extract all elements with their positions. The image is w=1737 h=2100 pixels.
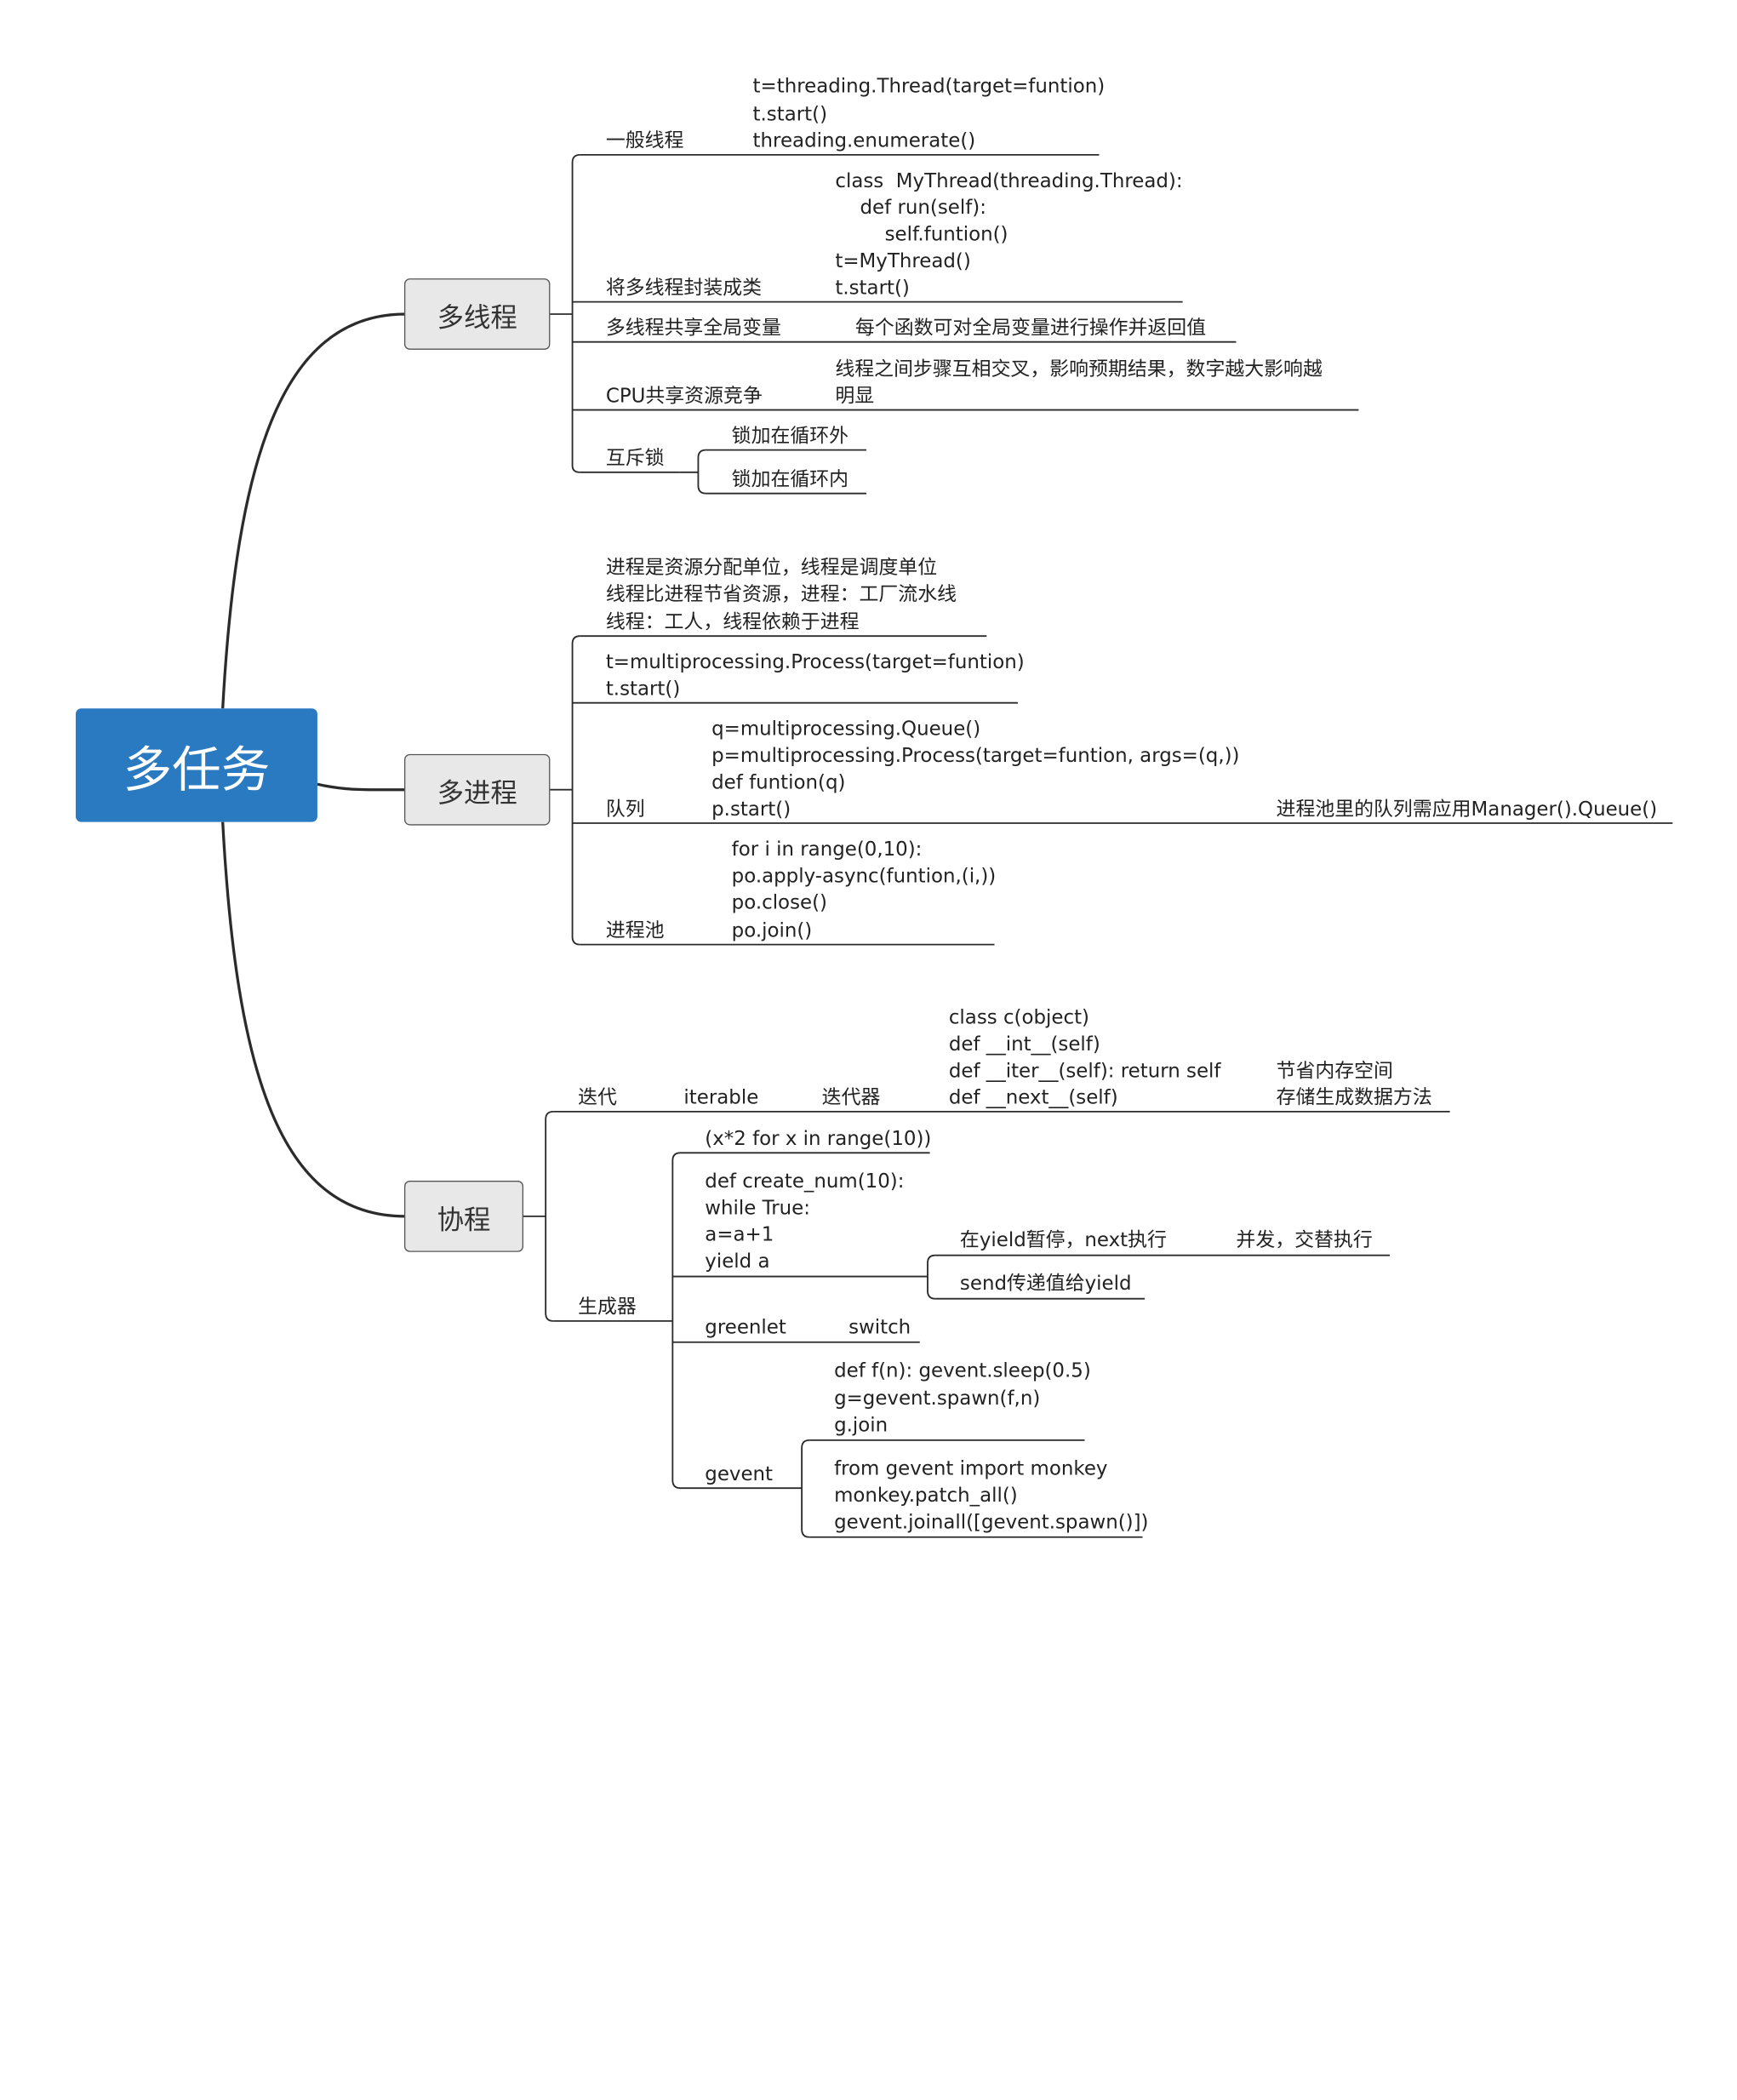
coroutines-bracket — [545, 1110, 554, 1322]
coroutines-node[interactable]: 协程 — [403, 1181, 523, 1252]
generator-label[interactable]: 生成器 — [578, 1296, 637, 1319]
threads-bracket — [571, 153, 580, 473]
root-to-processes-link — [317, 782, 406, 792]
class-wrap-code-4: t=MyThread() — [835, 250, 971, 273]
root-to-coroutines-link — [221, 821, 406, 1218]
general-thread-code-3: threading.enumerate() — [752, 130, 976, 153]
shared-global-label[interactable]: 多线程共享全局变量 — [605, 317, 781, 340]
threads-label: 多线程 — [437, 300, 517, 333]
pool-label[interactable]: 进程池 — [605, 919, 665, 942]
processes-label: 多进程 — [437, 776, 517, 809]
gevent-code1-2: g=gevent.spawn(f,n) — [834, 1388, 1041, 1410]
process-intro-1[interactable]: 进程是资源分配单位，线程是调度单位 — [605, 557, 938, 580]
queue-code-1: q=multiprocessing.Queue() — [711, 718, 981, 741]
root-label: 多任务 — [123, 741, 271, 799]
iterator-label[interactable]: 迭代器 — [821, 1087, 881, 1110]
queue-label[interactable]: 队列 — [605, 798, 645, 821]
yield-pause-label[interactable]: 在yield暂停，next执行 — [959, 1229, 1167, 1252]
pool-code-3: po.close() — [731, 892, 827, 915]
mutex-outside-loop[interactable]: 锁加在循环外 — [731, 425, 849, 449]
threads-node[interactable]: 多线程 — [403, 278, 551, 350]
gevent-label[interactable]: gevent — [705, 1463, 774, 1486]
iterator-code-4: def __next__(self) — [948, 1087, 1118, 1110]
mutex-bracket — [679, 449, 706, 495]
processes-node[interactable]: 多进程 — [403, 753, 551, 826]
process-create-2: t.start() — [605, 678, 681, 701]
class-wrap-code-5: t.start() — [835, 277, 910, 300]
concurrent-label[interactable]: 并发，交替执行 — [1236, 1229, 1373, 1252]
cpu-race-label[interactable]: CPU共享资源竞争 — [605, 385, 763, 408]
gevent-code1-1[interactable]: def f(n): gevent.sleep(0.5) — [834, 1359, 1091, 1382]
gevent-bracket — [801, 1439, 810, 1538]
queue-code-2: p=multiprocessing.Process(target=funtion… — [711, 745, 1240, 768]
iterator-code-3: def __iter__(self): return self — [948, 1060, 1221, 1083]
gevent-code1-3: g.join — [834, 1414, 888, 1437]
generator-expression[interactable]: (x*2 for x in range(10)) — [705, 1128, 932, 1151]
pool-code-2: po.apply-async(funtion,(i,)) — [731, 865, 997, 888]
iterator-note-1: 节省内存空间 — [1276, 1060, 1393, 1083]
coroutines-label: 协程 — [437, 1203, 491, 1235]
switch-label[interactable]: switch — [849, 1316, 911, 1339]
general-thread-code-2: t.start() — [752, 103, 828, 126]
shared-global-note: 每个函数可对全局变量进行操作并返回值 — [854, 317, 1207, 340]
iterator-code-1: class c(object) — [948, 1006, 1089, 1030]
pool-code-1: for i in range(0,10): — [731, 838, 923, 861]
iteration-label[interactable]: 迭代 — [578, 1087, 617, 1110]
process-intro-3: 线程：工人，线程依赖于进程 — [605, 611, 860, 634]
iterator-note-2: 存储生成数据方法 — [1276, 1087, 1432, 1110]
class-wrap-code-3: self.funtion() — [835, 224, 1008, 247]
send-label[interactable]: send传递值给yield — [959, 1273, 1132, 1296]
root-to-threads-link — [221, 312, 406, 709]
class-wrap-label[interactable]: 将多线程封装成类 — [605, 277, 763, 300]
cpu-race-note-2: 明显 — [835, 385, 875, 408]
gevent-code2-2: monkey.patch_all() — [834, 1485, 1018, 1508]
greenlet-label[interactable]: greenlet — [705, 1316, 786, 1339]
yield-bracket — [927, 1254, 936, 1300]
process-create-1[interactable]: t=multiprocessing.Process(target=funtion… — [605, 651, 1025, 674]
process-intro-2: 线程比进程节省资源，进程：工厂流水线 — [605, 583, 957, 606]
iterable-label[interactable]: iterable — [683, 1087, 759, 1110]
iterator-code-2: def __int__(self) — [948, 1033, 1100, 1056]
generator-func-code-1[interactable]: def create_num(10): — [705, 1170, 905, 1193]
generator-func-code-4: yield a — [705, 1250, 770, 1273]
gevent-code2-1[interactable]: from gevent import monkey — [834, 1457, 1108, 1480]
processes-bracket — [571, 635, 580, 946]
mutex-inside-loop[interactable]: 锁加在循环内 — [731, 468, 849, 492]
pool-code-4: po.join() — [731, 919, 813, 942]
class-wrap-code-1: class MyThread(threading.Thread): — [835, 170, 1183, 193]
queue-code-4: p.start() — [711, 798, 791, 821]
class-wrap-code-2: def run(self): — [835, 197, 986, 220]
generator-bracket — [671, 1152, 681, 1490]
gevent-code2-3: gevent.joinall([gevent.spawn()]) — [834, 1511, 1149, 1534]
queue-manager-note: 进程池里的队列需应用Manager().Queue() — [1276, 798, 1658, 821]
queue-code-3: def funtion(q) — [711, 771, 846, 794]
root-node[interactable]: 多任务 — [75, 708, 317, 822]
general-thread-code-1: t=threading.Thread(target=funtion) — [752, 75, 1106, 99]
generator-func-code-3: a=a+1 — [705, 1224, 774, 1247]
general-thread-label[interactable]: 一般线程 — [605, 130, 684, 153]
cpu-race-note-1: 线程之间步骤互相交叉，影响预期结果，数字越大影响越 — [835, 358, 1323, 381]
generator-func-code-2: while True: — [705, 1197, 810, 1220]
mutex-label[interactable]: 互斥锁 — [605, 448, 665, 471]
connector-lines — [221, 153, 1673, 1538]
